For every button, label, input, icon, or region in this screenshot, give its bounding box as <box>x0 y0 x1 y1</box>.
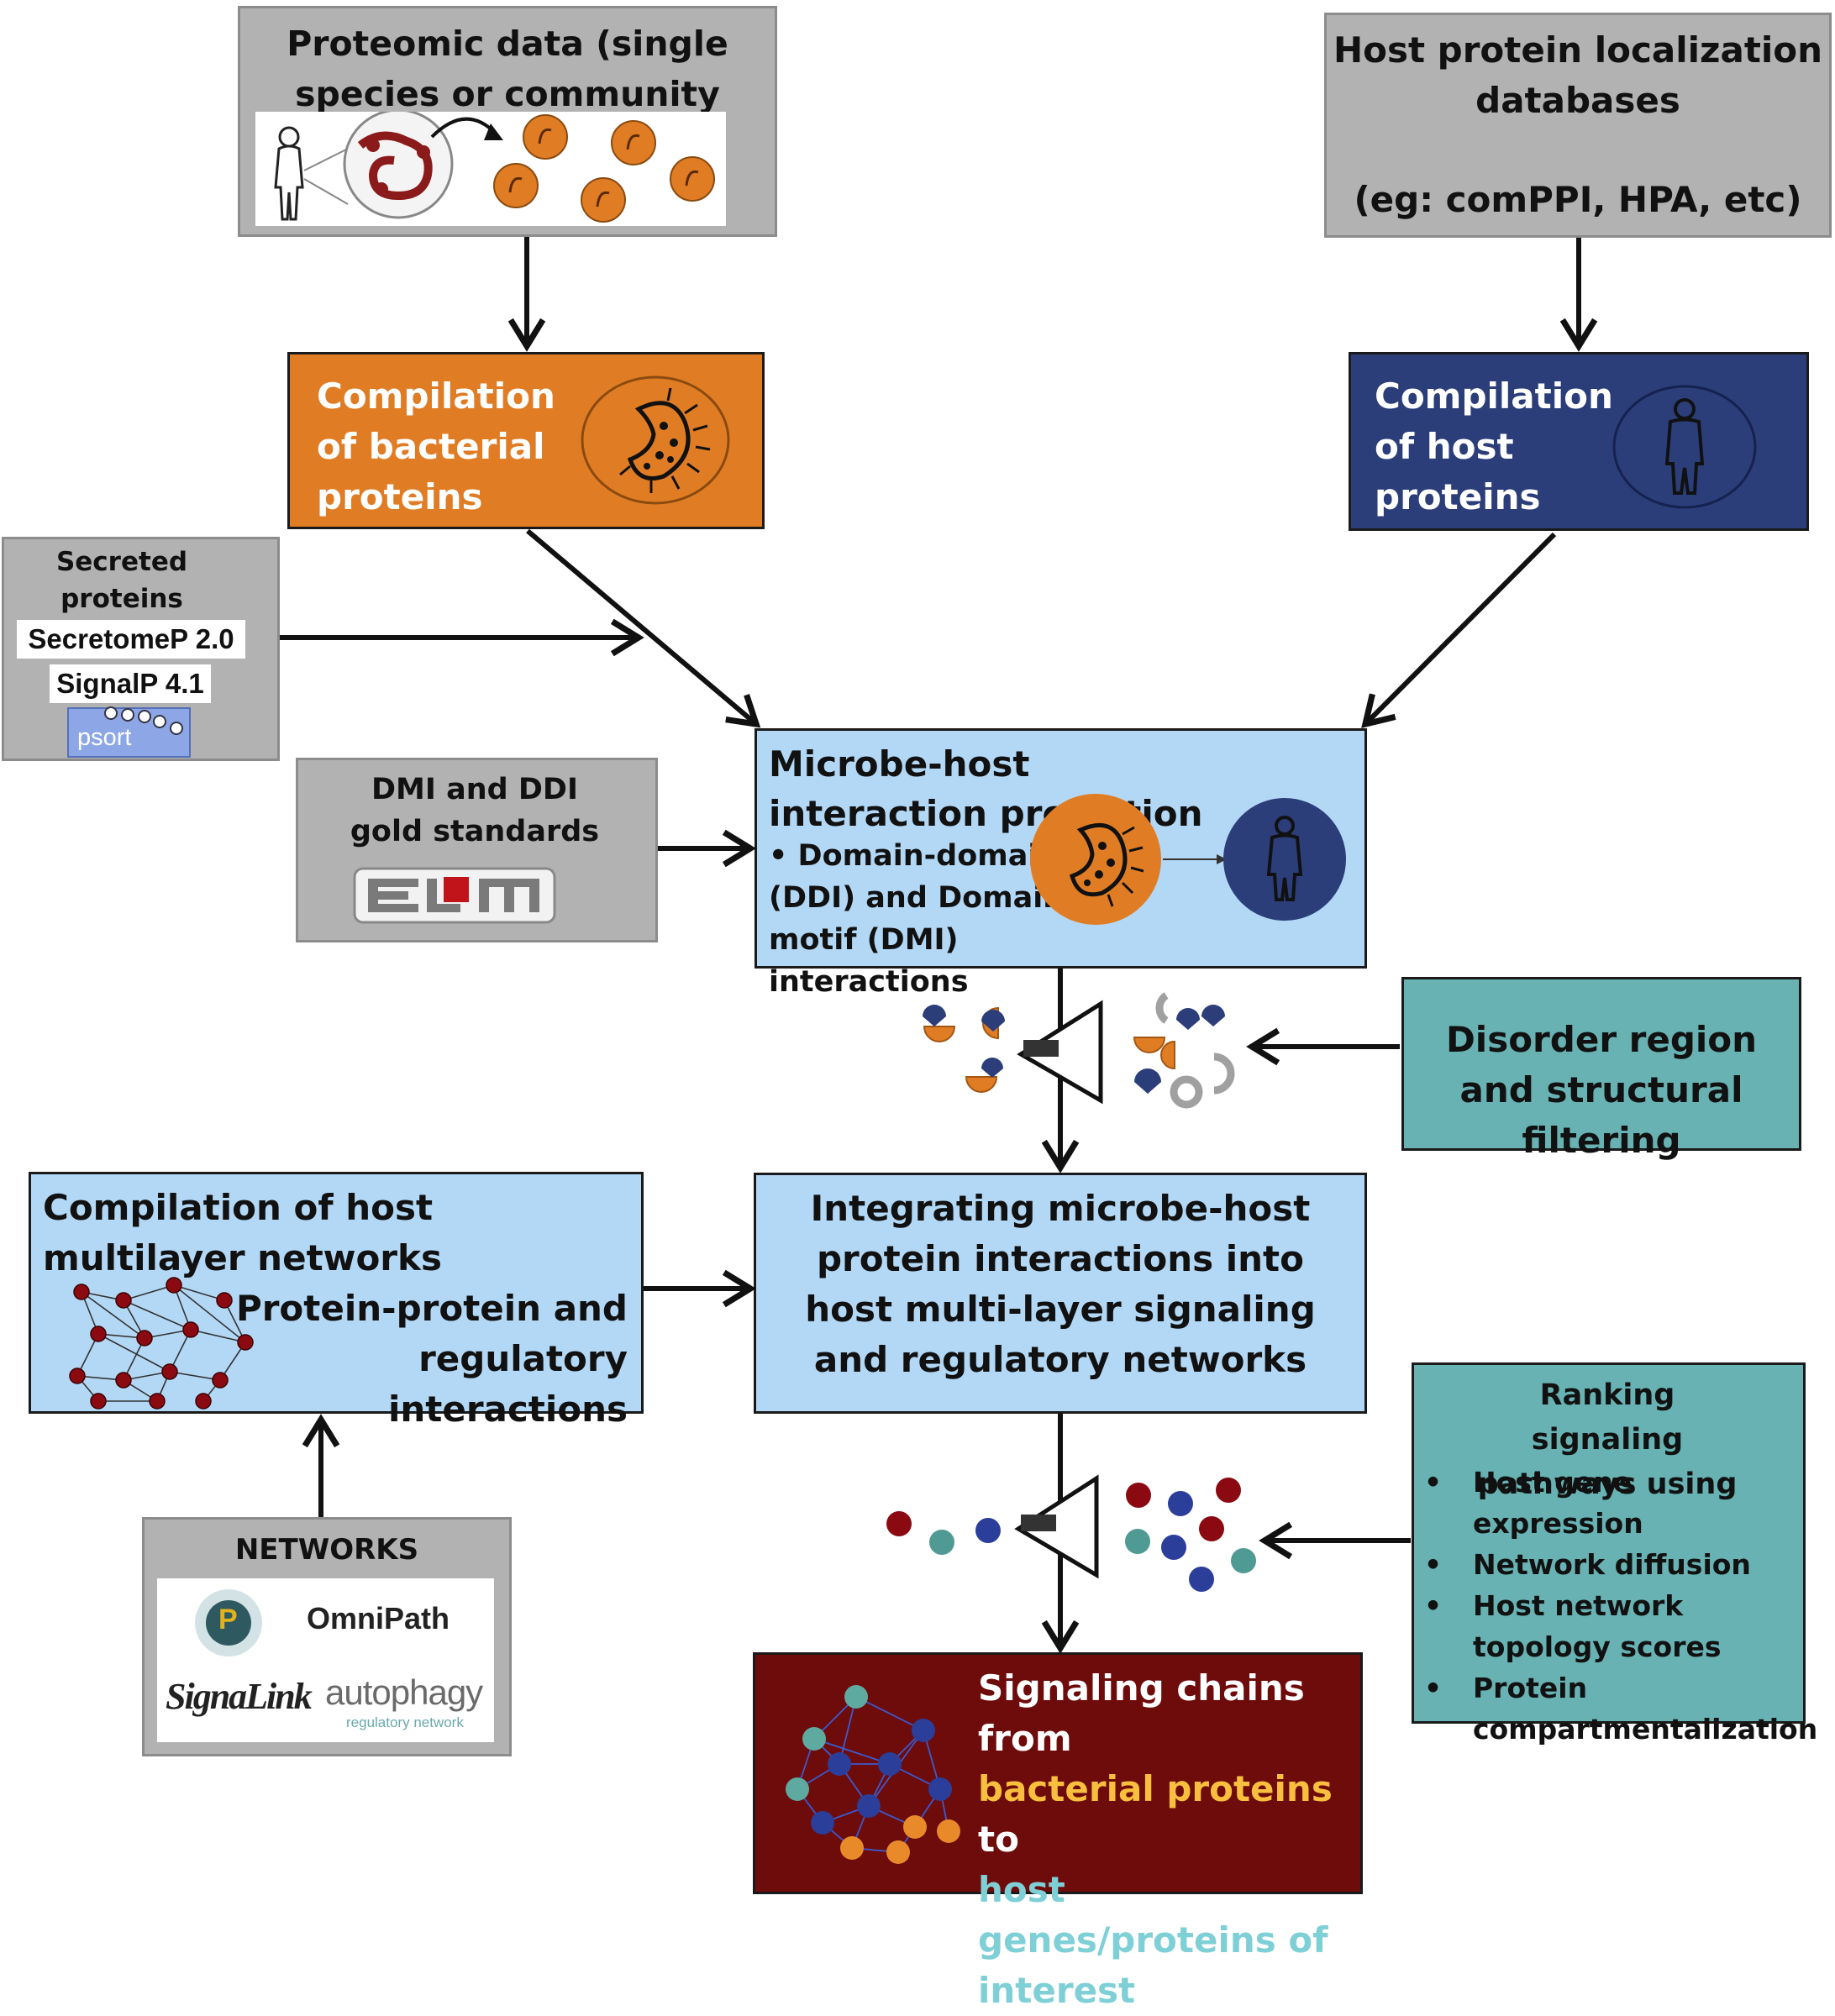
human-icon <box>1266 816 1303 901</box>
secretomep-logo: SecretomeP 2.0 <box>17 620 245 659</box>
networks-box: NETWORKS P OmniPath SignaLink autophagy … <box>142 1517 512 1756</box>
bacterium-to-host-graphic <box>1030 794 1346 925</box>
to-text: to <box>978 1819 1019 1860</box>
host-proteins-box: Compilation of host proteins <box>1349 352 1809 531</box>
signalp-logo: SignalP 4.1 <box>50 664 211 703</box>
networks-title: NETWORKS <box>234 1533 419 1567</box>
bacterial-proteins-box: Compilation of bacterial proteins <box>287 352 765 529</box>
bacterium-icon <box>1069 822 1128 897</box>
signaling-chains-text: Signaling chains from <box>978 1667 1305 1759</box>
list-item: Protein compartmentalization <box>1414 1667 1817 1750</box>
omnipath-logo-letter: P <box>218 1604 238 1635</box>
interaction-prediction-detail: • Domain-domain (DDI) and Domain -motif … <box>769 839 1086 999</box>
psort-logo: psort <box>67 706 191 758</box>
signalink-label: SignaLink <box>166 1676 313 1717</box>
bacterium-icon <box>581 375 730 505</box>
secreted-proteins-box: Secreted proteins SecretomeP 2.0 SignalP… <box>2 537 280 761</box>
gold-standards-box: DMI and DDI gold standards <box>296 758 658 942</box>
arrow <box>526 528 761 728</box>
autophagy-sublabel: regulatory network <box>346 1714 464 1730</box>
arrow <box>1361 532 1557 728</box>
omnipath-logo-icon <box>195 1589 262 1656</box>
autophagy-label: autophagy <box>325 1672 483 1712</box>
host-localization-title: Host protein localization databases <box>1333 29 1823 121</box>
networks-logos-card: P OmniPath SignaLink autophagy regulator… <box>157 1578 494 1742</box>
proteomic-data-box: Proteomic data (single species or commun… <box>238 6 777 237</box>
signaling-network-graphic <box>786 1685 960 1864</box>
signaling-chains-box: Signaling chains from bacterial proteins… <box>753 1652 1363 2011</box>
signaling-chains-label: Signaling chains from bacterial proteins… <box>978 1663 1356 2016</box>
integration-label: Integrating microbe-host protein interac… <box>805 1188 1316 1380</box>
disorder-filtering-label: Disorder region and structural filtering <box>1445 1019 1758 1161</box>
human-icon <box>1612 385 1757 509</box>
network-graphic <box>69 1277 254 1410</box>
psort-label: psort <box>77 724 132 751</box>
bacterial-proteins-label: Compilation of bacterial proteins <box>317 375 555 517</box>
multilayer-networks-subtitle: Protein-protein and regulatory interacti… <box>235 1288 628 1430</box>
list-item: Network diffusion <box>1414 1544 1801 1585</box>
list-item: Host gene expression <box>1414 1462 1801 1544</box>
ranking-box: Ranking signaling pathways using Host ge… <box>1412 1362 1817 1746</box>
ranking-filter-graphic <box>886 1474 1256 1592</box>
proteomic-data-label: Proteomic data (single species or commun… <box>287 24 728 165</box>
host-localization-examples: (eg: comPPI, HPA, etc) <box>1354 179 1802 220</box>
interaction-prediction-box: Microbe-host interaction prediction • Do… <box>755 728 1367 999</box>
integration-box: Integrating microbe-host protein interac… <box>754 1173 1367 1414</box>
disorder-filtering-box: Disorder region and structural filtering <box>1401 977 1801 1161</box>
ranking-criteria-list: Host gene expression Network diffusion H… <box>1414 1462 1817 1750</box>
host-genes-text: host genes/proteins of interest <box>978 1869 1328 2011</box>
person-icon <box>274 126 304 221</box>
structural-filter-graphic <box>923 992 1235 1109</box>
gold-standards-title: DMI and DDI gold standards <box>350 773 600 848</box>
elm-logo <box>353 867 556 924</box>
intestine-icon <box>303 108 454 219</box>
bacterial-proteins-text: bacterial proteins <box>978 1768 1333 1809</box>
bacteria-icon <box>493 114 715 223</box>
gut-illustration <box>255 108 726 226</box>
secreted-proteins-title: Secreted proteins <box>55 547 188 614</box>
multilayer-networks-box: Compilation of host multilayer networks … <box>29 1172 644 1430</box>
list-item: Host network topology scores <box>1414 1585 1801 1667</box>
host-proteins-label: Compilation of host proteins <box>1375 375 1613 517</box>
omnipath-label: OmniPath <box>307 1601 450 1635</box>
multilayer-networks-title: Compilation of host multilayer networks <box>43 1187 442 1278</box>
host-localization-box: Host protein localization databases (eg:… <box>1324 13 1832 238</box>
